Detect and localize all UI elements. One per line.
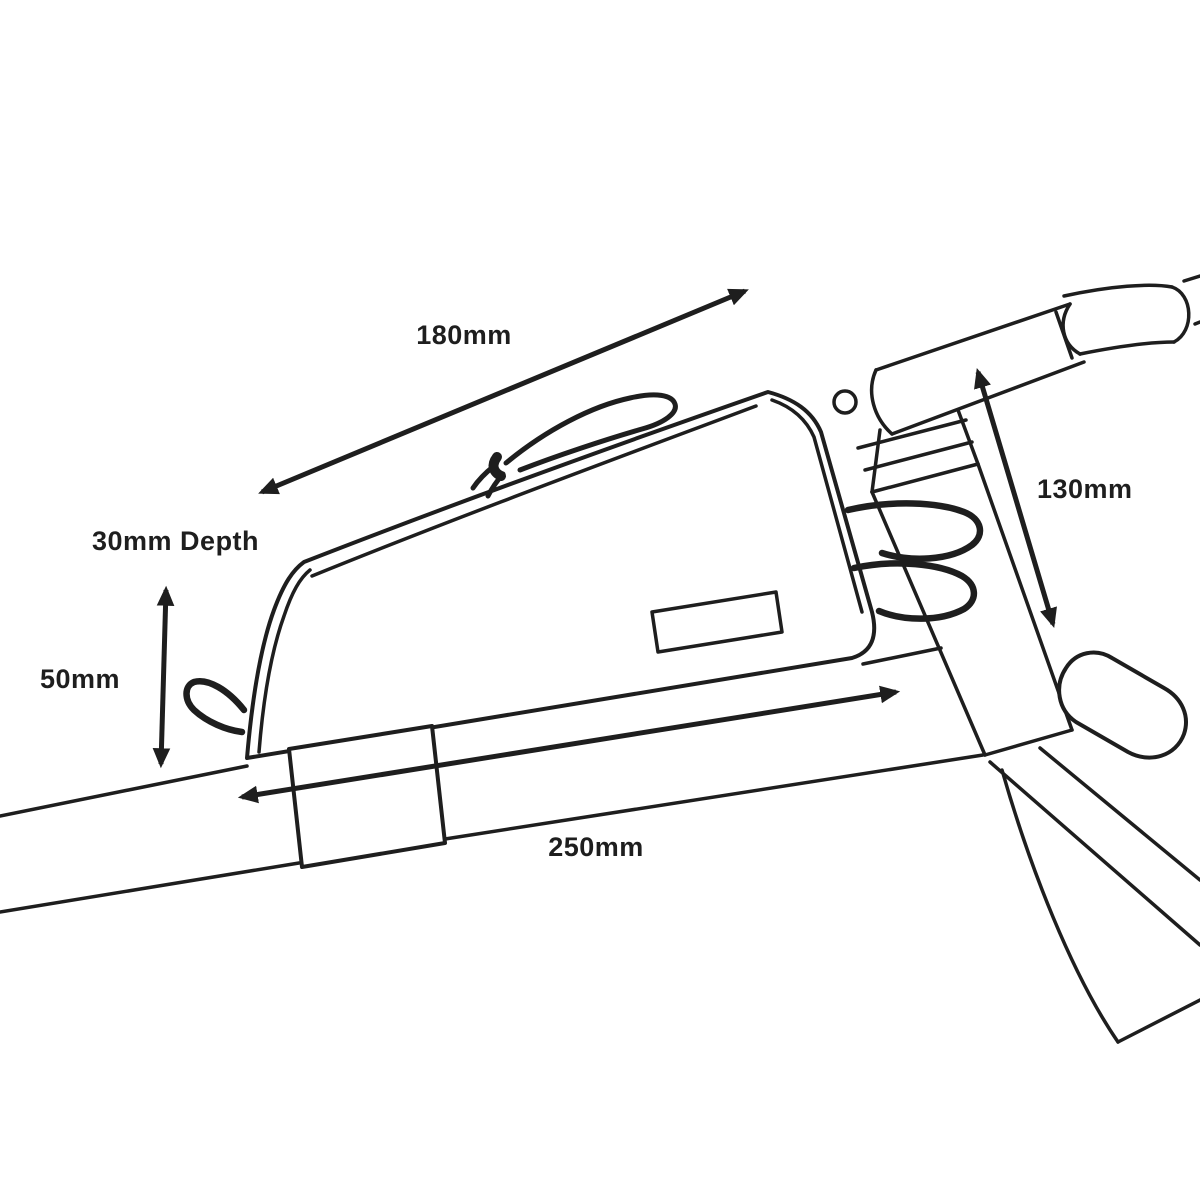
front-strap-tab [183, 678, 248, 736]
handlebar [1061, 274, 1200, 356]
dimension-label-50mm: 50mm [40, 664, 120, 694]
bag-rear-seam [770, 398, 864, 614]
head-tube-left-edge [870, 490, 987, 757]
handlebar-upper-edge [1062, 283, 1174, 298]
spacer-stack-right-edge [956, 408, 980, 466]
dimension-arrow-250mm [237, 685, 901, 804]
stem-upper-edge [874, 302, 1072, 372]
bag-outline [245, 390, 877, 760]
dimension-arrow-130mm [974, 367, 1057, 629]
down-tube-lower-edge [988, 760, 1200, 947]
dimension-arrow-50mm [152, 585, 175, 769]
dimension-label-130mm: 130mm [1037, 474, 1133, 504]
dimension-130mm: 130mm [974, 367, 1133, 629]
fork-blade-edge [1000, 768, 1120, 1044]
down-tube-upper-edge [1038, 746, 1200, 882]
dimension-label-250mm: 250mm [548, 832, 644, 862]
top-tube-upper-left-edge [0, 764, 249, 818]
top-tube-bag [183, 390, 984, 869]
stem-bolt [832, 389, 858, 415]
fork-apex-line [1116, 998, 1200, 1044]
dimension-annotations: 180mm 130mm 50mm 30mm Depth 250mm [40, 288, 1133, 862]
dimension-label-180mm: 180mm [416, 320, 512, 350]
rear-strap-upper [844, 500, 984, 562]
depth-label-30mm: 30mm Depth [92, 526, 259, 556]
handlebar-offscreen-line-2 [1193, 320, 1200, 326]
dimension-250mm: 250mm [237, 685, 901, 862]
dimension-180mm: 180mm [258, 288, 749, 495]
top-tube-lower-right-edge [443, 753, 985, 841]
headset-spacer-line-1 [856, 418, 968, 450]
top-tube-upper-right-edge [861, 646, 943, 666]
head-tube-bottom-cap [983, 728, 1074, 757]
spacer-stack-left-edge [870, 428, 882, 494]
top-tube-lower-left-edge [0, 861, 301, 914]
dimension-arrow-180mm [258, 288, 749, 495]
velcro-strap [287, 724, 447, 869]
handlebar-end-cap [1170, 285, 1191, 344]
handlebar-lower-edge [1078, 340, 1176, 356]
brake-hood [1057, 650, 1188, 760]
rear-strap-lower [850, 560, 978, 622]
head-tube-top-cap [870, 462, 980, 494]
dimension-50mm: 50mm 30mm Depth [40, 526, 259, 769]
stem-rear-cap [869, 368, 894, 436]
down-tube-and-fork [988, 746, 1200, 1044]
bag-label-patch [650, 590, 784, 654]
zipper-cord-tail-1 [470, 463, 497, 491]
handlebar-clamp-edge [1061, 302, 1082, 356]
handlebar-offscreen-line-1 [1182, 274, 1200, 283]
headset-spacer-line-2 [863, 440, 974, 472]
